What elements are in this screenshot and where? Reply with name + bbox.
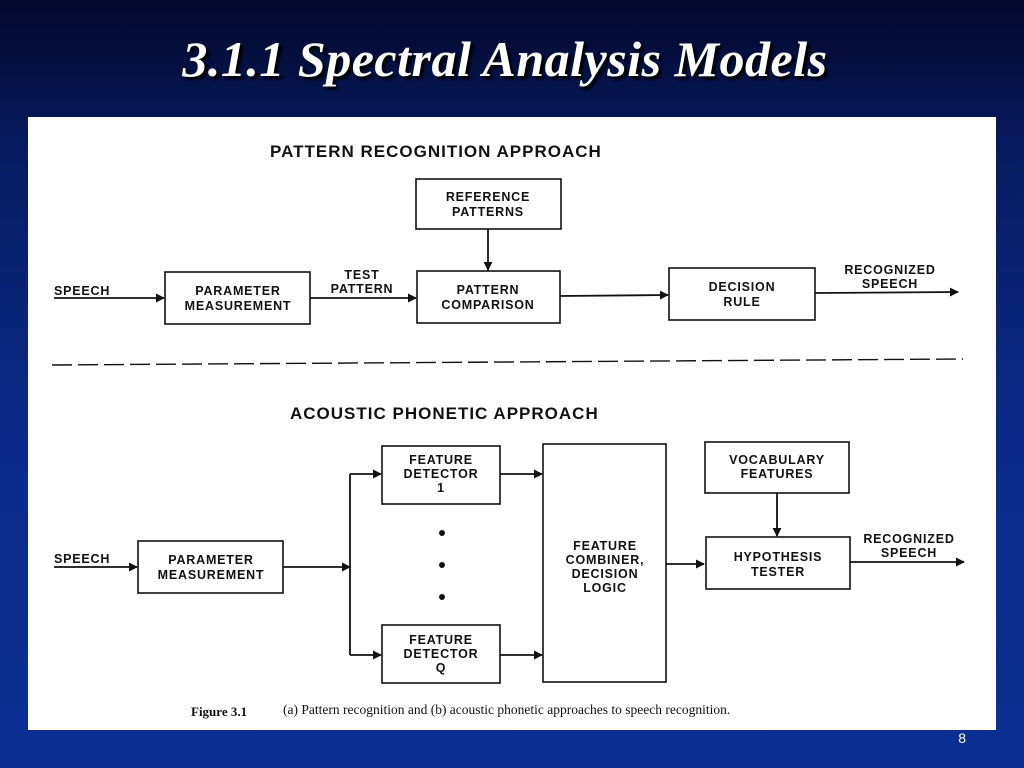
reference-patterns-label-2: PATTERNS bbox=[452, 205, 524, 219]
section-divider bbox=[51, 358, 964, 366]
recognized-speech-label-b-2: SPEECH bbox=[881, 546, 937, 560]
feature-combiner-label-3: DECISION bbox=[572, 567, 639, 581]
ellipsis-dot-3 bbox=[439, 594, 445, 600]
vocabulary-features-box bbox=[704, 441, 850, 494]
figure-panel: PATTERN RECOGNITION APPROACH REFERENCE P… bbox=[28, 117, 996, 730]
feature-detector-1-box bbox=[381, 445, 501, 505]
feature-combiner-label-4: LOGIC bbox=[583, 581, 627, 595]
recognized-speech-label-b-1: RECOGNIZED bbox=[863, 532, 954, 546]
recognized-speech-label-a-1: RECOGNIZED bbox=[844, 263, 935, 277]
speech-input-label-b: SPEECH bbox=[54, 552, 110, 566]
pattern-comparison-box bbox=[416, 270, 561, 324]
hypothesis-tester-label-2: TESTER bbox=[751, 565, 805, 579]
recognized-speech-arrow-a bbox=[814, 287, 959, 297]
parameter-measurement-label-b-1: PARAMETER bbox=[168, 553, 253, 567]
page-number: 8 bbox=[958, 730, 966, 746]
pattern-recognition-heading: PATTERN RECOGNITION APPROACH bbox=[270, 142, 602, 161]
acoustic-phonetic-heading: ACOUSTIC PHONETIC APPROACH bbox=[290, 404, 599, 423]
feature-detector-q-label-1: FEATURE bbox=[409, 633, 473, 647]
reference-patterns-box bbox=[415, 178, 562, 230]
vocabulary-features-label-2: FEATURES bbox=[741, 467, 814, 481]
parameter-measurement-label-a-1: PARAMETER bbox=[195, 284, 280, 298]
feature-detector-1-label-2: DETECTOR bbox=[404, 467, 479, 481]
feature-combiner-box bbox=[542, 443, 667, 683]
vocabulary-features-label-1: VOCABULARY bbox=[729, 453, 825, 467]
feature-detector-q-label-3: Q bbox=[436, 661, 447, 675]
feature-detector-1-label-3: 1 bbox=[437, 481, 445, 495]
decision-rule-box bbox=[668, 267, 816, 321]
block-diagram: PATTERN RECOGNITION APPROACH REFERENCE P… bbox=[51, 142, 965, 719]
test-pattern-label-1: TEST bbox=[344, 268, 379, 282]
reference-patterns-label-1: REFERENCE bbox=[446, 190, 530, 204]
decision-rule-label-1: DECISION bbox=[709, 280, 776, 294]
pattern-comparison-label-2: COMPARISON bbox=[441, 298, 534, 312]
ellipsis-dot-2 bbox=[439, 562, 445, 568]
feature-detector-q-box bbox=[381, 624, 501, 684]
figure-caption-label: Figure 3.1 bbox=[191, 704, 247, 719]
parameter-measurement-label-b-2: MEASUREMENT bbox=[158, 568, 265, 582]
decision-rule-label-2: RULE bbox=[723, 295, 760, 309]
figure-caption-text: (a) Pattern recognition and (b) acoustic… bbox=[283, 702, 730, 717]
feature-combiner-label-2: COMBINER, bbox=[566, 553, 645, 567]
speech-input-label-a: SPEECH bbox=[54, 284, 110, 298]
recognized-speech-label-a-2: SPEECH bbox=[862, 277, 918, 291]
feature-combiner-label-1: FEATURE bbox=[573, 539, 637, 553]
ellipsis-dot-1 bbox=[439, 530, 445, 536]
slide-title: 3.1.1 Spectral Analysis Models bbox=[182, 31, 828, 87]
hypothesis-tester-box bbox=[705, 536, 851, 590]
hypothesis-tester-label-1: HYPOTHESIS bbox=[734, 550, 823, 564]
comparison-to-decision-arrow bbox=[559, 290, 669, 300]
parameter-measurement-box-b bbox=[137, 540, 284, 594]
feature-detector-1-label-1: FEATURE bbox=[409, 453, 473, 467]
test-pattern-label-2: PATTERN bbox=[331, 282, 394, 296]
parameter-measurement-label-a-2: MEASUREMENT bbox=[185, 299, 292, 313]
feature-detector-q-label-2: DETECTOR bbox=[404, 647, 479, 661]
pattern-comparison-label-1: PATTERN bbox=[457, 283, 520, 297]
parameter-measurement-box-a bbox=[164, 271, 311, 325]
